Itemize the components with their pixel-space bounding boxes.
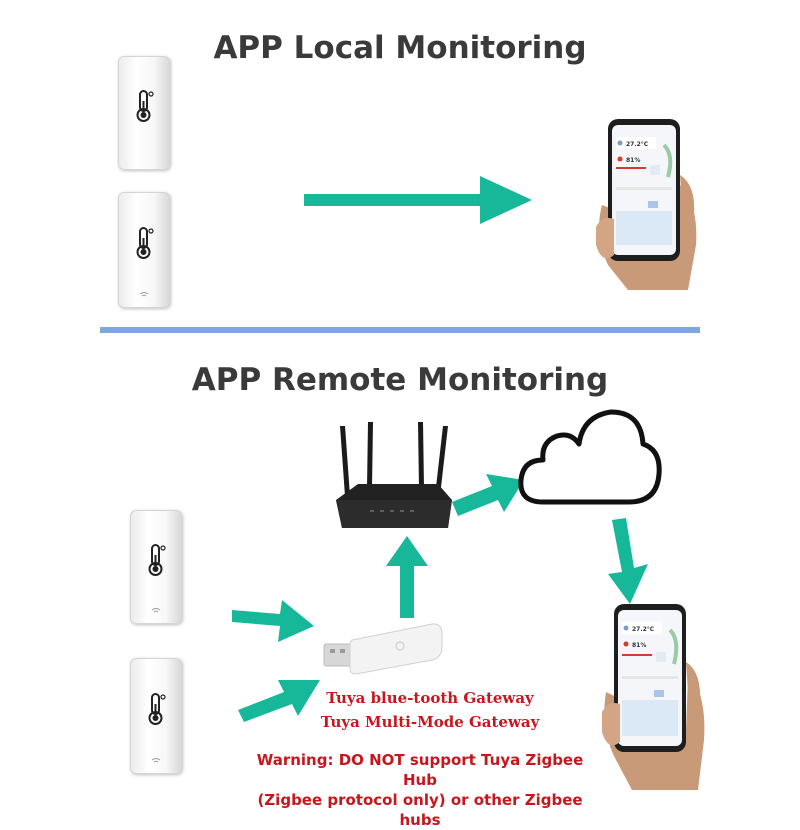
usb-gateway-icon — [323, 623, 443, 675]
phone-icon: 27.2°C 81% — [596, 119, 697, 290]
thermometer-icon — [148, 544, 166, 577]
sensor-device — [130, 658, 182, 774]
sensor-device — [118, 56, 170, 170]
arrow-icon — [238, 680, 320, 722]
phone-humidity: 81% — [632, 642, 646, 649]
thermometer-icon — [148, 693, 166, 726]
phone-icon: 27.2°C 81% — [602, 604, 705, 790]
phone-temperature: 27.2°C — [632, 626, 655, 633]
wifi-icon — [151, 758, 161, 763]
gateway-label-multimode: Tuya Multi-Mode Gateway — [320, 713, 540, 731]
sensor-device — [130, 510, 182, 624]
arrow-icon — [304, 176, 532, 224]
thermometer-icon — [136, 227, 154, 260]
arrow-icon — [608, 518, 648, 604]
arrow-icon — [232, 600, 314, 642]
local-monitoring-title: APP Local Monitoring — [213, 30, 587, 66]
gateway-label-bluetooth: Tuya blue-tooth Gateway — [326, 689, 534, 707]
thermometer-icon — [136, 90, 154, 123]
sensor-device — [118, 192, 170, 308]
wifi-icon — [139, 292, 149, 297]
wifi-icon — [151, 608, 161, 613]
warning-line-2: (Zigbee protocol only) or other Zigbee h… — [257, 791, 583, 829]
section-divider — [100, 327, 700, 333]
warning-text: Warning: DO NOT support Tuya Zigbee Hub … — [240, 750, 600, 830]
router-icon — [336, 422, 452, 528]
arrow-icon — [386, 536, 428, 618]
phone-humidity: 81% — [626, 157, 640, 164]
arrow-icon — [452, 474, 524, 516]
cloud-icon — [518, 409, 662, 505]
phone-temperature: 27.2°C — [626, 141, 649, 148]
remote-monitoring-title: APP Remote Monitoring — [191, 362, 609, 398]
warning-line-1: Warning: DO NOT support Tuya Zigbee Hub — [256, 751, 584, 789]
